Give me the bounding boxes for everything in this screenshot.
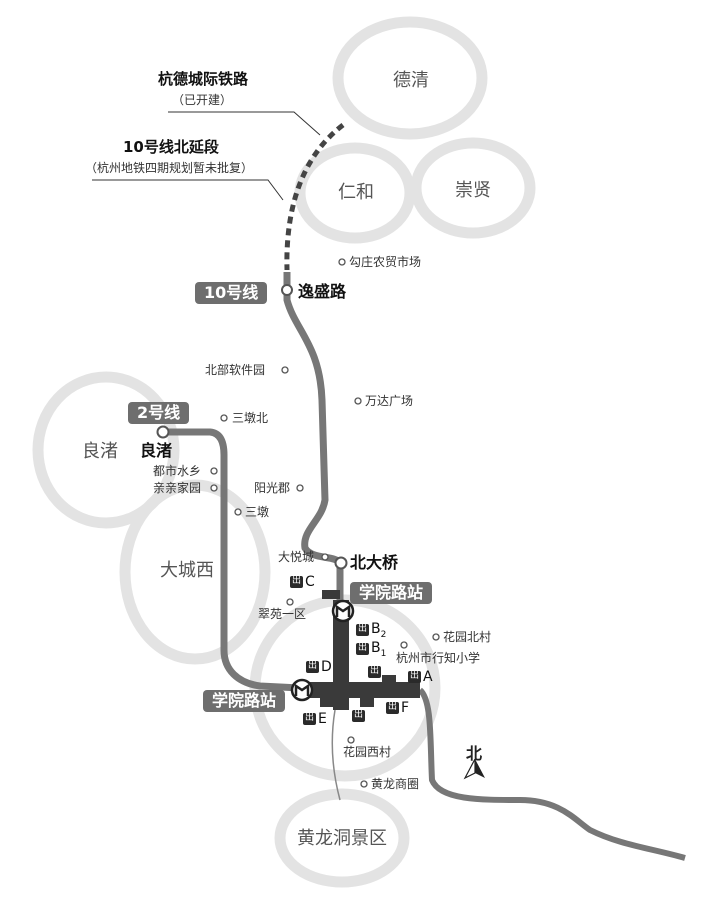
district-circle-chongxian [410,137,536,239]
region-huanglongdong: 黄龙洞景区 [297,828,387,849]
station-corridor-f [360,698,374,707]
poi-qinqin: 亲亲家园 [153,481,202,495]
poi-sandun: 三墩 [245,505,270,519]
poi-dot-sandun [234,508,242,516]
note-extension-sub: （杭州地铁四期规划暂未批复） [85,161,254,175]
station-liangzhu: 良渚 [140,441,173,460]
station-yishenglu: 逸盛路 [298,282,347,301]
line2-route [162,428,301,692]
exit-d-icon: 出 [306,661,320,673]
line2-east-route [417,687,686,861]
exit-e-letter: E [318,711,327,727]
exit-a-letter: A [423,669,433,685]
station-dot-liangzhu [156,425,170,439]
station-beidaqiao: 北大桥 [350,553,399,572]
district-circle-dachengxi [119,479,271,665]
region-dachengxi: 大城西 [160,560,214,581]
poi-huayuanbei: 花园北村 [443,630,492,644]
region-deqing: 德清 [393,70,429,91]
station-corridor-horizontal [310,682,420,698]
station-corridor-a [382,675,396,684]
station-xueyuanlu-left: 学院路站 [203,690,286,712]
exit-b1: 出 B1 [356,640,386,659]
poi-huanglongshang: 黄龙商圈 [371,777,420,791]
station-xueyuanlu-top: 学院路站 [350,582,433,604]
metro-logo-top [331,599,355,623]
exit-b1-icon: 出 [356,643,370,656]
poi-dot-gouzhuang [338,258,346,266]
station-dot-yishenglu [281,284,293,296]
poi-dot-dushi [210,467,218,475]
exit-d-letter: D [321,659,332,675]
note-extension-title: 10号线北延段 [123,138,219,156]
exit-d: 出 D [306,659,332,675]
exit-e: 出 E [303,711,327,727]
exit-a: 出 A [408,669,433,685]
exit-f-letter: F [401,700,410,716]
exit-extra-box: 出 [368,666,382,678]
poi-xingzhi: 杭州市行知小学 [396,651,481,665]
station-dot-beidaqiao [334,556,348,570]
poi-dot-huayuanbei [432,633,440,641]
region-liangzhu: 良渚 [82,441,118,462]
exit-e-icon: 出 [303,713,317,725]
region-renhe: 仁和 [338,182,374,203]
exit-extra-icon-2: 出 [352,710,366,722]
poi-cuiyuan: 翠苑一区 [258,607,307,621]
poi-dot-cuiyuan [286,598,294,606]
poi-dot-huayuanxi [347,736,355,744]
region-chongxian: 崇贤 [455,180,491,201]
district-circle-deqing [332,16,488,140]
poi-beibu: 北部软件园 [205,363,266,377]
note-intercity-sub: （已开建） [172,93,233,107]
poi-dot-yangguang [296,484,304,492]
exit-c: 出 C [290,574,315,590]
exit-b2-letter: B2 [371,621,387,640]
poi-dot-dayue [321,553,329,561]
poi-yangguang: 阳光郡 [254,481,291,495]
station-corridor-e [320,698,334,707]
exit-f-icon: 出 [386,702,400,714]
poi-dushi: 都市水乡 [153,464,202,478]
district-circle-renhe [294,142,416,244]
poi-dot-huanglongshang [360,780,368,788]
line10-tag: 10号线 [195,282,268,304]
poi-huayuanxi: 花园西村 [343,745,392,759]
poi-dot-beibu [281,366,289,374]
road-line [331,709,341,801]
exit-b2: 出 B2 [356,621,386,640]
exit-extra-box-2: 出 [352,710,366,722]
poi-dot-sandunbei [220,414,228,422]
poi-wanda: 万达广场 [365,394,414,408]
poi-dot-xingzhi [400,641,408,649]
exit-c-letter: C [305,574,315,590]
line10-extension-dashed [284,123,345,271]
poi-dayue: 大悦城 [278,550,315,564]
intercity-leader [168,111,321,136]
north-arrow-icon [463,758,485,780]
poi-sandunbei: 三墩北 [232,411,269,425]
exit-c-icon: 出 [290,576,304,588]
exit-a-icon: 出 [408,671,422,683]
poi-gouzhuang: 勾庄农贸市场 [349,255,422,269]
note-intercity-title: 杭德城际铁路 [158,70,249,88]
exit-f: 出 F [386,700,409,716]
exit-extra-icon: 出 [368,666,382,678]
line2-tag: 2号线 [128,402,190,424]
exit-b1-letter: B1 [371,640,387,659]
extension-leader [92,179,284,201]
poi-dot-wanda [354,397,362,405]
district-circle-huanglong [274,788,410,888]
metro-logo-left [290,678,314,702]
north-label: 北 [466,744,483,763]
station-corridor-c [322,590,340,599]
district-circle-liangzhu [32,371,180,529]
exit-b2-icon: 出 [356,624,370,637]
poi-dot-qinqin [210,484,218,492]
